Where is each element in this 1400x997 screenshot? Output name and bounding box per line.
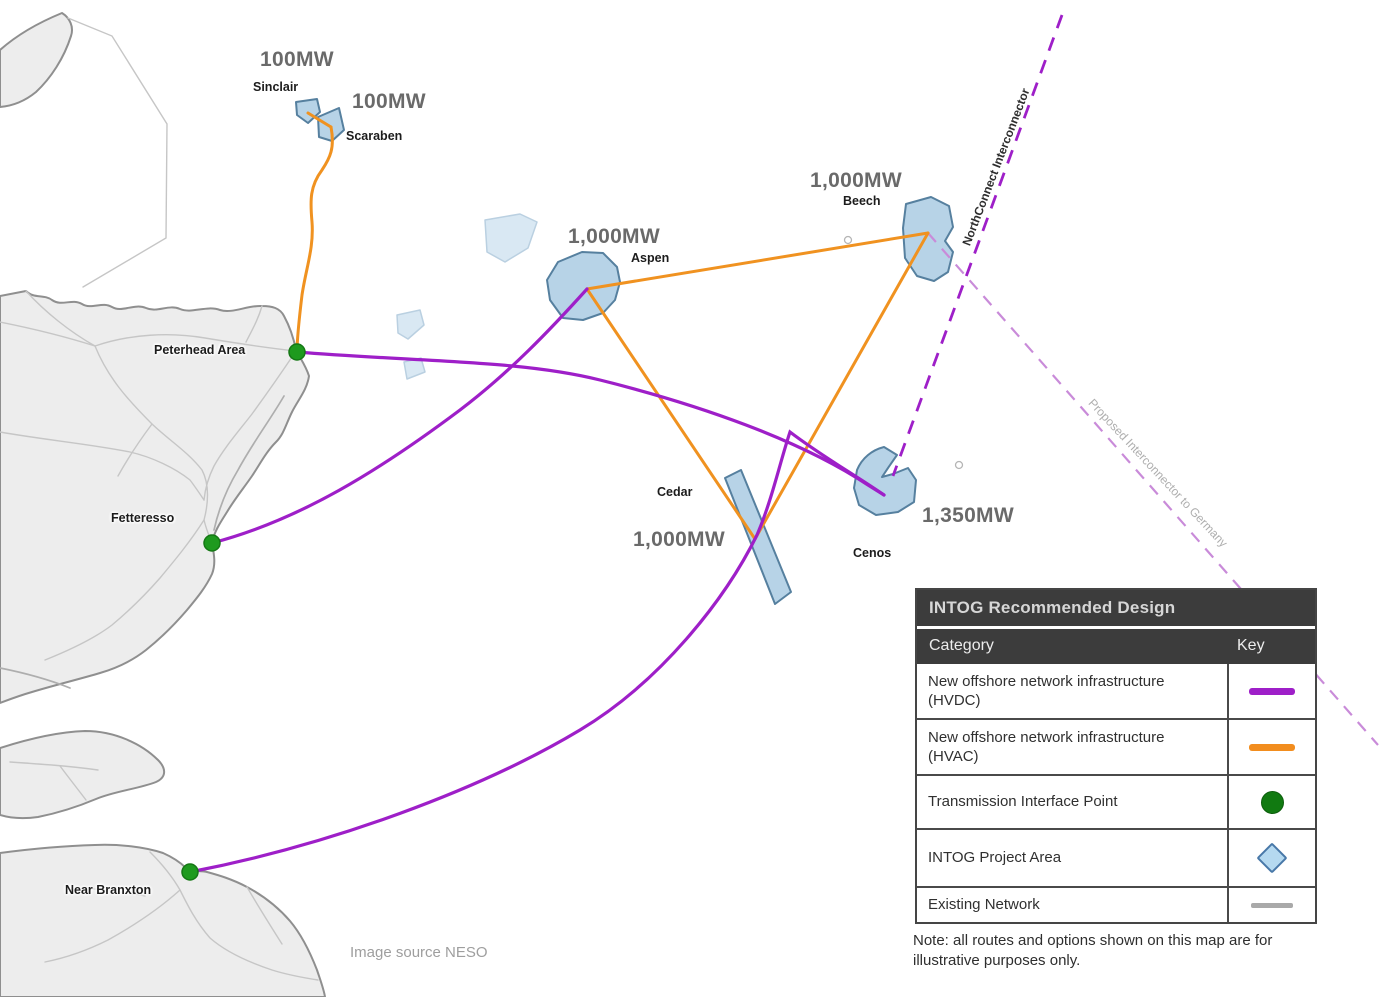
interface-label-fetteresso: Fetteresso [111,511,175,525]
existing-network-key-icon [1251,902,1293,908]
project-area-scaraben [317,107,345,142]
project-area-aspen [546,251,621,321]
legend-category-header: Category [929,637,994,654]
legend-row-existing-network: Existing Network [917,888,1315,922]
project-label-aspen: Aspen [631,251,670,265]
land-aberdeenshire [0,290,310,704]
legend-row-hvdc: New offshore network infrastructure (HVD… [917,664,1315,720]
main-roads [0,395,285,689]
hvac-line-key-icon [1249,743,1295,751]
legend-row-interface-point: Transmission Interface Point [917,776,1315,830]
legend-key-header: Key [1237,637,1265,654]
interface-points [181,343,306,881]
landmass-group [0,12,326,997]
project-area-cedar [724,469,792,605]
hvdc-lines [188,287,886,874]
northconnect-interconnector-line [891,14,1064,477]
project-area-cenos [853,446,917,516]
hvdc-line-key-icon [1249,687,1295,695]
project-label-cedar: Cedar [657,485,693,499]
project-label-beech: Beech [843,194,881,208]
legend-label-interface-point: Transmission Interface Point [928,793,1118,811]
interface-point-fetteresso [203,534,221,552]
land-fife [0,730,166,820]
project-label-scaraben: Scaraben [346,129,403,143]
project-label-cenos: Cenos [853,546,892,560]
legend: INTOG Recommended Design Category Key Ne… [915,588,1317,924]
interface-point-key-icon [1260,790,1284,814]
project-areas [295,98,954,605]
legend-label-project-area: INTOG Project Area [928,849,1062,867]
capacity-label-beech: 1,000MW [810,169,902,192]
image-source-text: Image source NESO [350,944,488,961]
capacity-label-sinclair: 100MW [260,48,334,71]
legend-label-hvdc: New offshore network infrastructure (HVD… [928,672,1165,710]
hvac-lines [295,111,930,541]
legend-label-hvac: New offshore network infrastructure (HVA… [928,728,1165,766]
legend-row-hvac: New offshore network infrastructure (HVA… [917,720,1315,776]
small-map-circles [843,235,964,470]
interface-point-peterhead [288,343,306,361]
project-label-sinclair: Sinclair [253,80,299,94]
interface-label-peterhead: Peterhead Area [154,343,246,357]
interface-label-near-branxton: Near Branxton [65,883,152,897]
legend-divider [917,626,1315,629]
legend-column-headers: Category Key [917,629,1315,664]
faint-project-areas [396,213,538,380]
existing-network-lines [0,17,319,981]
land-caithness [0,12,73,108]
project-area-beech [902,196,954,282]
interface-point-near-branxton [181,863,199,881]
legend-label-existing-network: Existing Network [928,896,1040,914]
legend-note: Note: all routes and options shown on th… [913,932,1273,969]
legend-row-project-area: INTOG Project Area [917,830,1315,888]
land-lothian [0,843,326,997]
legend-title: INTOG Recommended Design [917,590,1315,626]
capacity-label-cenos: 1,350MW [922,504,1014,527]
capacity-label-aspen: 1,000MW [568,225,660,248]
capacity-label-cedar: 1,000MW [633,528,725,551]
capacity-label-scaraben: 100MW [352,90,426,113]
project-area-key-icon [1256,842,1288,874]
